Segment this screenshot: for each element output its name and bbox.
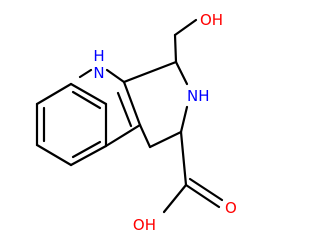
bond-c7a-n9 <box>78 68 93 79</box>
bond-cooh-oh <box>162 183 188 214</box>
bond-c5-c4-inner <box>71 140 102 159</box>
bond-c3-cooh <box>179 130 188 187</box>
bond-c7a-c7 <box>35 82 73 106</box>
bond-n9-c9a <box>105 68 126 84</box>
structure-canvas: OH N H NH O OH <box>35 11 237 234</box>
bond-c4a-c7a-inner <box>71 90 102 110</box>
bond-n2-c3 <box>179 105 189 134</box>
atom-labels: OH N H NH O OH <box>93 11 236 234</box>
bond-c1-ch2 <box>173 33 178 64</box>
bond-c4b-c4a <box>104 123 142 148</box>
bond-c9a-c4b-inner <box>116 91 133 128</box>
carbonyl-oxygen-label: O <box>225 199 237 217</box>
bond-c6-c5 <box>35 143 73 167</box>
molecule-diagram: OH N H NH O OH <box>35 11 237 234</box>
bond-cooh-o-double-b <box>188 177 224 202</box>
bond-c5-c4 <box>69 144 108 167</box>
bond-c4-c4b <box>138 123 152 149</box>
bond-cooh-o-double-a <box>184 183 221 209</box>
bond-c3-c4 <box>148 130 183 149</box>
acid-hydroxyl-label: OH <box>133 216 156 234</box>
bond-c9a-c4b <box>122 80 142 127</box>
indole-hydrogen-label: H <box>93 47 104 65</box>
bond-c4a-c7a <box>69 82 108 106</box>
ring-amine-label: NH <box>187 87 210 105</box>
bonds <box>35 18 224 214</box>
bond-c1-n2 <box>174 60 189 86</box>
hydroxyl-label: OH <box>200 11 223 29</box>
bond-ch2-o <box>173 18 198 37</box>
indole-nitrogen-label: N <box>93 64 104 82</box>
bond-c9a-c1 <box>122 60 178 84</box>
